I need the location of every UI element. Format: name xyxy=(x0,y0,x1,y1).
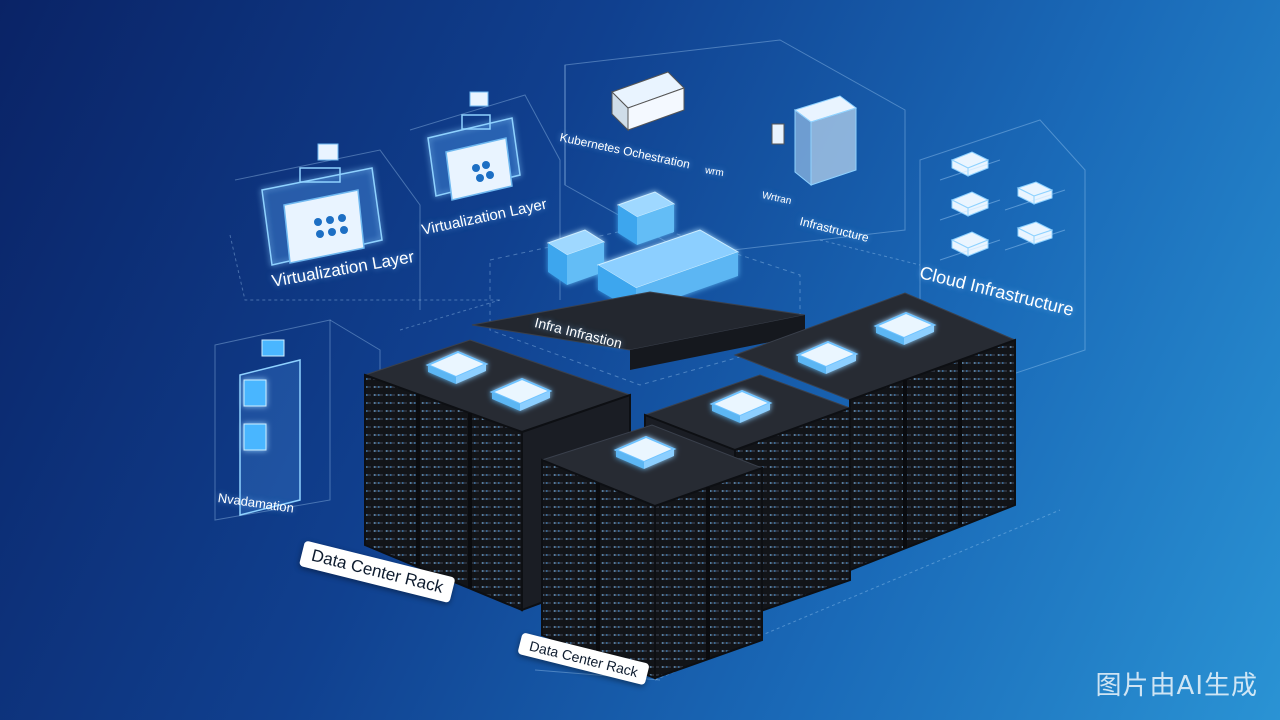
container-icon xyxy=(472,161,494,182)
container-icon xyxy=(314,214,348,238)
kubernetes-cluster-boxes xyxy=(611,71,858,187)
server-chip-icon xyxy=(489,377,553,411)
server-chip-icon xyxy=(873,311,937,345)
nvadamation-tower xyxy=(239,339,301,516)
server-chip-icon xyxy=(613,435,677,469)
ai-generated-watermark: 图片由AI生成 xyxy=(1095,671,1258,701)
virtualization-panel-left xyxy=(261,143,383,266)
server-chip-icons xyxy=(425,311,937,469)
cloud-infrastructure-shelves xyxy=(939,151,1066,261)
server-chip-icon xyxy=(795,340,859,374)
server-rack-back-left xyxy=(471,291,806,370)
virtualization-panel-center xyxy=(427,91,521,201)
server-chip-icon xyxy=(425,350,489,384)
server-chip-icon xyxy=(709,389,773,423)
